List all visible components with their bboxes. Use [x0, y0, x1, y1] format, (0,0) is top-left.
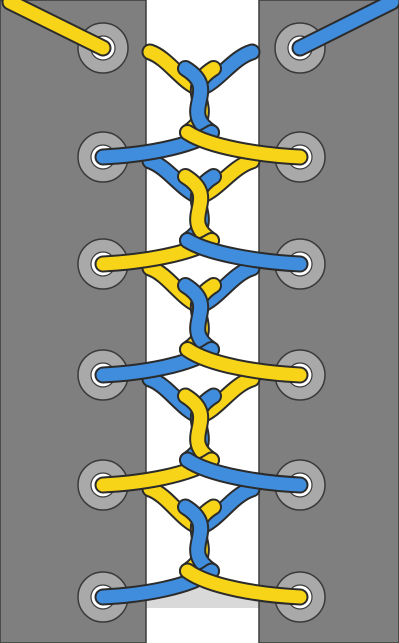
right-shoe-flap: [259, 0, 399, 643]
left-shoe-flap: [0, 0, 146, 643]
